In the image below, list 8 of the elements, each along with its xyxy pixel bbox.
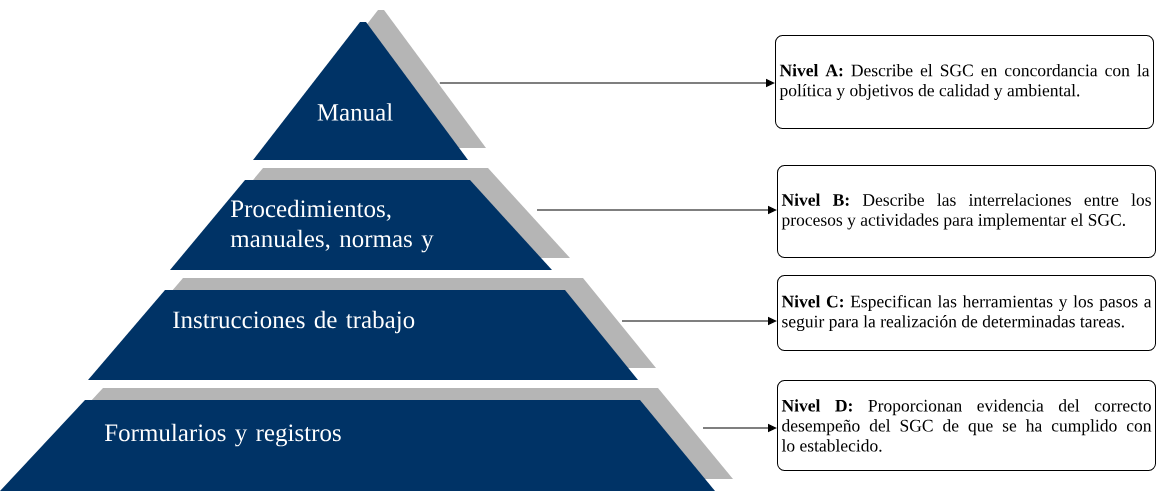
pyramid-tier: Instrucciones de trabajo <box>88 278 656 380</box>
pyramid-tier: Formularios y registros <box>0 388 733 491</box>
description-box: Nivel D: Proporcionan evidencia del correcto desempeño del SGC de que se ha cumplido con lo establecido. <box>777 380 1156 471</box>
description-box: Nivel B: Describe las interrelaciones entre los procesos y actividades para implementar el SGC. <box>777 165 1156 258</box>
description-box: Nivel A: Describe el SGC en concordancia con la política y objetivos de calidad y ambiental. <box>775 35 1154 129</box>
description-box: Nivel C: Especifican las herramientas y los pasos a seguir para la realización de determinadas tareas. <box>777 275 1156 351</box>
pyramid-tier: Procedimientos, manuales, normas y <box>170 168 570 270</box>
pyramid-tier: Manual <box>253 10 486 160</box>
